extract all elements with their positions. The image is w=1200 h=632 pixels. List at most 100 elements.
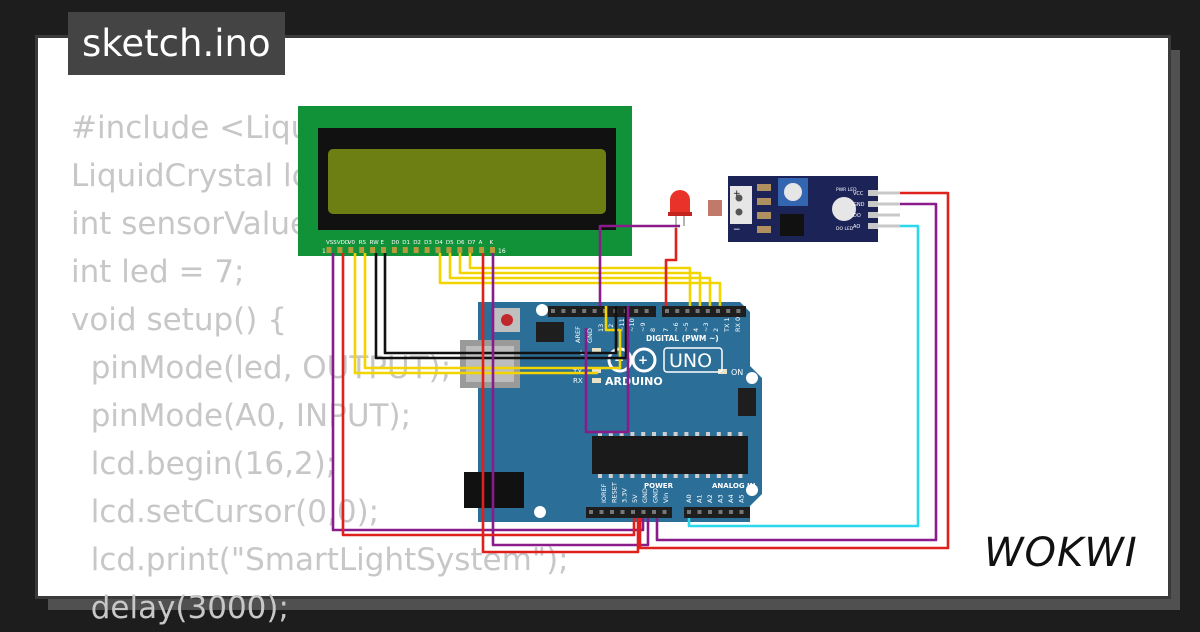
pin-hole (662, 510, 667, 514)
pin-hole (641, 510, 646, 514)
bottom-pin-holes (589, 510, 744, 514)
wires (331, 191, 950, 554)
lcd-pin (457, 247, 463, 253)
sensor-pin (868, 212, 878, 218)
pin-hole (716, 309, 720, 313)
power-header-label: POWER (644, 482, 674, 490)
wire (374, 253, 628, 360)
wire (655, 202, 938, 542)
digital-pin-label: ~5 (682, 322, 690, 332)
analog-pin-label: A0 (685, 494, 693, 503)
lcd-pin (435, 247, 441, 253)
lcd-pin (468, 247, 474, 253)
lcd-pin (490, 247, 495, 253)
do-led-label: DO LED (836, 226, 854, 232)
wire (341, 253, 636, 537)
lcd-pin-label: D3 (424, 240, 432, 246)
led-rx-label: RX (573, 377, 583, 385)
lcd-pin (337, 247, 343, 253)
lcd-pin-label: D2 (413, 240, 421, 246)
digital-header-label: DIGITAL (PWM ~) (646, 334, 719, 343)
digital-pin-label: 13 (597, 324, 605, 332)
reset-button[interactable] (501, 314, 513, 326)
wire (331, 253, 645, 532)
file-name-tab[interactable]: sketch.ino (68, 12, 285, 75)
wire (383, 253, 618, 355)
analog-header-label: ANALOG IN (712, 482, 756, 490)
lcd-pin (370, 247, 376, 253)
wire (363, 253, 622, 370)
led-body (670, 190, 690, 212)
power-pin-label: GND (652, 488, 660, 503)
plus-label: + (733, 189, 741, 199)
lcd-pin (381, 247, 386, 253)
digital-header-left (548, 306, 656, 317)
pin-hole (582, 309, 587, 313)
comparator-chip (780, 214, 804, 236)
wire (598, 224, 680, 306)
code-line: void setup() { (71, 302, 287, 338)
pin-hole (644, 309, 649, 313)
lcd-pin-label: K (490, 240, 494, 246)
digital-pin-label: 12 (607, 324, 615, 332)
wokwi-logo: WOKWI (980, 520, 1150, 582)
pin-hole (599, 510, 604, 514)
power-header (586, 507, 672, 518)
code-line: delay(3000); (71, 590, 289, 626)
wire (448, 253, 712, 306)
icsp-right (738, 388, 756, 416)
on-label: ON (731, 368, 743, 377)
analog-pin-label: A5 (738, 494, 746, 503)
pin-hole (697, 510, 702, 514)
code-line: int led = 7; (71, 254, 245, 290)
lcd-pin-label: VSS (326, 240, 337, 246)
pwr-led-label: PWR LED (836, 187, 857, 193)
red-led[interactable] (668, 190, 692, 228)
pin-hole (610, 510, 614, 514)
pin-hole (589, 510, 593, 514)
power-pin-label: GND (641, 488, 649, 503)
sensor-terminal (730, 186, 752, 224)
lcd-pin (424, 247, 430, 253)
lcd-pin-label: RW (370, 240, 380, 246)
mount-hole (746, 484, 758, 496)
pin-hole (561, 309, 566, 313)
power-pin-label: 5V (631, 494, 639, 503)
lcd-pin-last: 16 (498, 248, 506, 255)
pin-hole (592, 309, 597, 313)
lcd-pin (446, 247, 452, 253)
sensor-pin (868, 223, 878, 229)
lcd-screen (328, 149, 606, 214)
pin-hole (736, 309, 741, 313)
lcd-pin-label: VDD (337, 240, 349, 246)
ldr-icon (708, 200, 722, 216)
usb-inner (466, 346, 514, 382)
pin-hole (652, 510, 656, 514)
digital-pin-label: ~11 (618, 318, 626, 332)
pin-hole (620, 510, 625, 514)
lcd-pin (402, 247, 408, 253)
digital-pin-label: ~6 (672, 322, 680, 332)
wire (491, 253, 650, 547)
aref-label: AREF (574, 326, 582, 343)
analog-header (684, 507, 750, 518)
gnd-label: GND (586, 328, 594, 343)
code-line: lcd.setCursor(0,0); (71, 494, 380, 530)
mount-hole (536, 304, 548, 316)
lcd-pin (413, 247, 419, 253)
digital-header-right (662, 306, 746, 317)
icsp-header (536, 322, 564, 342)
lcd-pin (326, 247, 332, 253)
mount-hole (746, 372, 758, 384)
digital-pin-label: RX 0 (734, 317, 742, 332)
atmega-chip (592, 436, 748, 474)
pin-hole (631, 510, 635, 514)
wire (664, 228, 678, 306)
lcd-pin-label: D7 (468, 240, 476, 246)
